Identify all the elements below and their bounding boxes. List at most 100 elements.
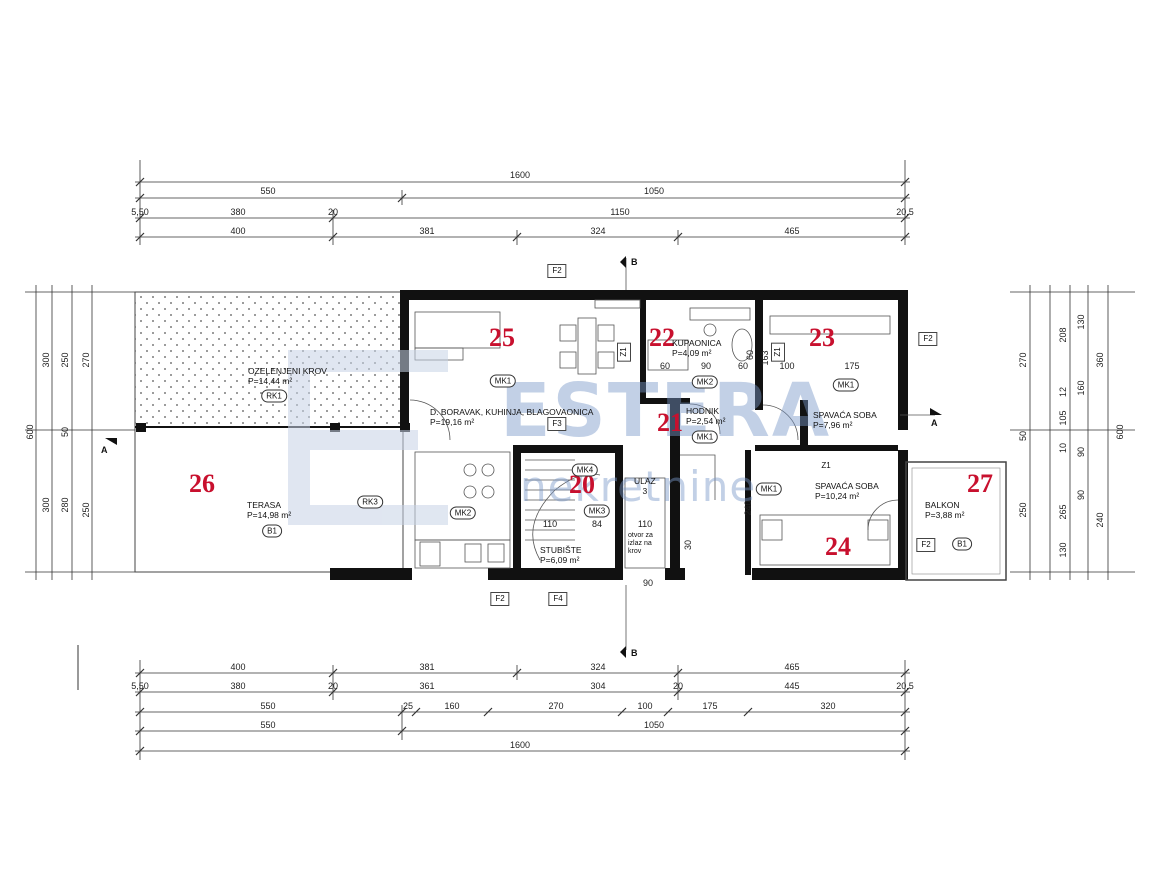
dim-bot-324: 324 [590,662,606,672]
section-b-top: B [631,257,638,267]
section-a-right: A [931,418,938,428]
dim-inner-175: 175 [844,361,860,371]
room-27-area: P=3,88 m² [925,510,965,520]
dim-top-total: 1600 [509,170,531,180]
dim-right-50: 50 [1018,430,1028,442]
room-26: TERASA P=14,98 m² [247,500,291,520]
dim-right-90b: 90 [1076,489,1086,501]
dim-right-160: 160 [1076,380,1086,396]
tag-mk4: MK4 [571,463,599,477]
dim-top-400: 400 [230,226,246,236]
dim-inner-30: 30 [683,539,693,551]
tag-rk3: RK3 [357,495,383,509]
dim-bot-320: 320 [820,701,836,711]
room-24: SPAVAĆA SOBA P=10,24 m² [815,481,879,501]
dim-inner-163: 163 [760,350,770,366]
dim-bot-100: 100 [637,701,653,711]
tag-f2-balcony: F2 [916,538,936,552]
tag-mk2-kitchen: MK2 [449,506,477,520]
dim-bot-304: 304 [590,681,606,691]
dim-bot-381: 381 [419,662,435,672]
tag-f2-bottom: F2 [490,592,510,606]
dim-inner-100: 100 [779,361,795,371]
tag-f2-top: F2 [547,264,567,278]
room-22-name: KUPAONICA [672,338,722,348]
dim-left-250: 250 [60,352,70,368]
dim-bot-465: 465 [784,662,800,672]
room-23-area: P=7,96 m² [813,420,853,430]
dim-right-90: 90 [1076,446,1086,458]
room-25-name: D. BORAVAK, KUHINJA, BLAGOVAONICA [430,407,594,417]
room-25: D. BORAVAK, KUHINJA, BLAGOVAONICA P=19,1… [430,407,593,427]
dim-left-300b: 300 [41,497,51,513]
entrance-label: ULAZ 3 [634,476,656,496]
room-24-area: P=10,24 m² [815,491,860,501]
dim-bot-361: 361 [419,681,435,691]
dim-bot-25: 25 [402,701,414,711]
room-number-23: 23 [809,323,835,352]
dim-top-20: 20 [327,207,339,217]
dim-bot-550: 550 [260,701,276,711]
dim-inner-90b: 90 [642,578,654,588]
dim-right-360: 360 [1095,352,1105,368]
top-ticks [135,177,910,242]
dim-bot-160: 160 [444,701,460,711]
tag-z1-bath: Z1 [771,342,785,362]
dim-bot-400: 400 [230,662,246,672]
right-dimension-lines [1010,285,1135,580]
dim-bot-total: 1600 [509,740,531,750]
dim-left-280: 280 [60,497,70,513]
room-20: STUBIŠTE P=6,09 m² [540,545,582,565]
tag-mk1-bed24: MK1 [755,482,783,496]
dim-bot-270: 270 [548,701,564,711]
dim-left-300a: 300 [41,352,51,368]
tag-mk3: MK3 [583,504,611,518]
dim-right-250: 250 [1018,502,1028,518]
dim-top-550: 550 [260,186,276,196]
dim-right-600: 600 [1115,424,1125,440]
watermark-logo [288,350,448,525]
room-22: KUPAONICA P=4,09 m² [672,338,721,358]
bottom-ticks [135,668,910,756]
room-roof-name: OZELENJENI KROV [248,366,327,376]
dim-left-270: 270 [81,352,91,368]
dim-left-50: 50 [60,426,70,438]
entrance-num: 3 [642,486,648,496]
dim-bot-20a: 20 [327,681,339,691]
dim-top-324: 324 [590,226,606,236]
dim-bot-550b: 550 [260,720,276,730]
room-number-26: 26 [189,469,215,498]
room-23-name: SPAVAĆA SOBA [813,410,877,420]
dim-right-270: 270 [1018,352,1028,368]
tag-z1-bed24: Z1 [817,460,835,472]
dim-bot-205: 20,5 [896,681,914,691]
dim-inner-110b: 110 [637,519,653,529]
section-b-bottom: B [631,648,638,658]
tag-mk1-living: MK1 [489,374,517,388]
dim-right-240: 240 [1095,512,1105,528]
room-25-area: P=19,16 m² [430,417,475,427]
dim-bot-445: 445 [784,681,800,691]
dim-top-1150: 1150 [610,207,630,217]
room-number-27: 27 [967,469,993,498]
left-dimension-lines [25,285,135,580]
room-20-area: P=6,09 m² [540,555,580,565]
room-26-name: TERASA [247,500,282,510]
watermark-sub: nekretnine [520,462,757,511]
room-21-area: P=2,54 m² [686,416,726,426]
room-number-21: 21 [657,408,683,437]
room-roof: OZELENJENI KROV P=14,44 m² [248,366,327,386]
watermark-brand: ESTERA [500,368,832,454]
dim-bot-550a: 5,50 [131,681,149,691]
dim-right-10: 10 [1058,442,1068,454]
dim-right-265: 265 [1058,504,1068,520]
dim-inner-84: 84 [591,519,603,529]
dim-bot-380: 380 [230,681,246,691]
dim-bot-1050: 1050 [643,720,665,730]
dim-top-550a: 5,50 [131,207,149,217]
dim-right-208: 208 [1058,327,1068,343]
dim-bot-20b: 20 [672,681,684,691]
walls [330,290,908,580]
dim-inner-240: 240 [743,500,753,516]
tag-f4: F4 [548,592,568,606]
